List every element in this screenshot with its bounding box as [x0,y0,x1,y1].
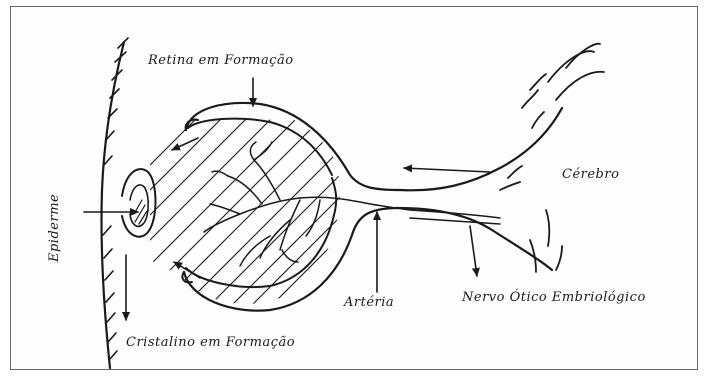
pointer-arrows [84,78,490,320]
arteria-label: Artéria [343,295,394,310]
cerebro-label: Cérebro [562,167,619,182]
cristalino-label: Cristalino em Formação [126,335,295,350]
optic-cup [182,103,562,311]
retina-label: Retina em Formação [147,53,294,68]
lens-vesicle [122,169,156,237]
artery-vessels [204,142,500,266]
epidermis-wall [101,38,128,368]
epiderme-label: Epiderme [47,194,62,263]
nervo-optico-label: Nervo Ótico Embriológico [461,288,646,305]
